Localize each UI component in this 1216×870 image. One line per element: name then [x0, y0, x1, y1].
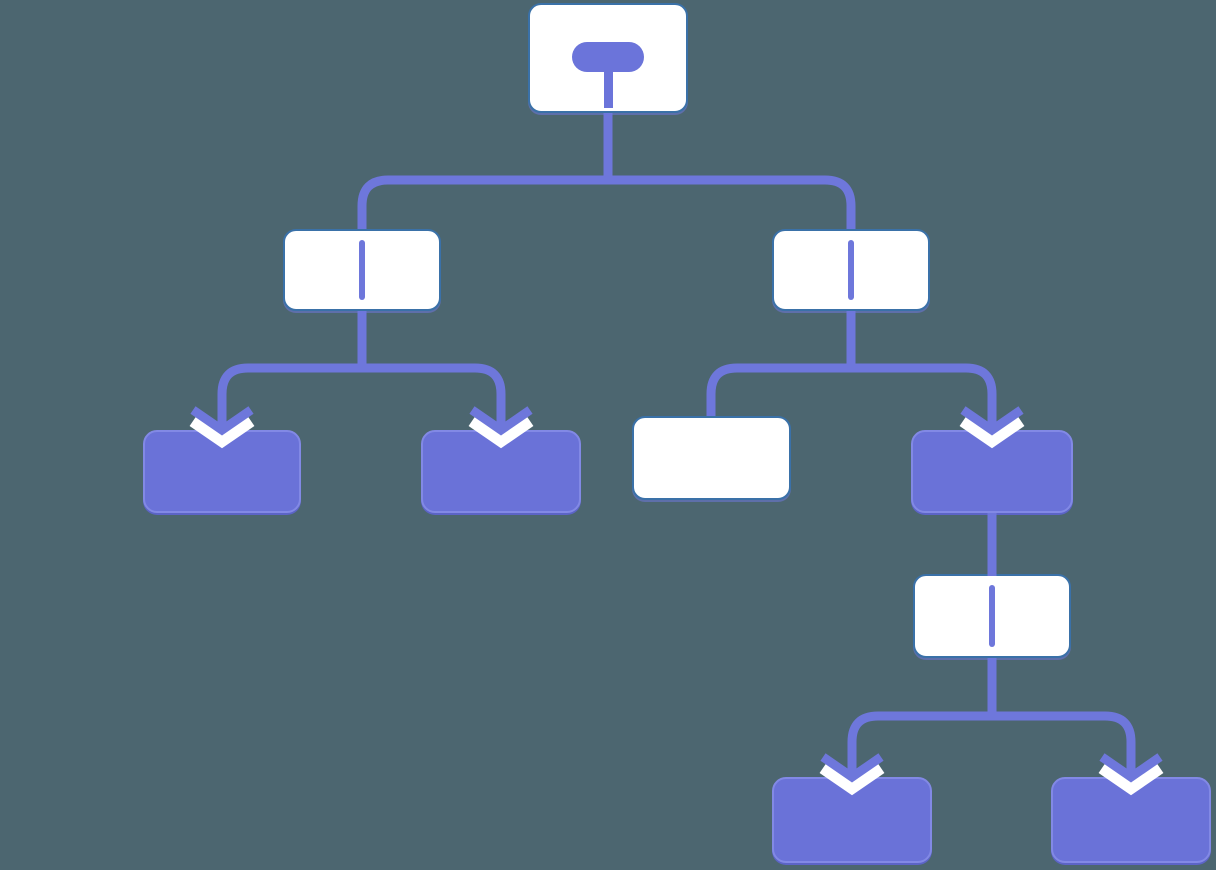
leaf-node-2[interactable] [421, 430, 581, 513]
root-pill-icon [572, 42, 644, 72]
leaf-node-3[interactable] [772, 777, 932, 863]
root-pill-stem [604, 70, 613, 108]
child-node-plain[interactable] [632, 416, 791, 500]
child-node-selected[interactable] [911, 430, 1073, 513]
root-node[interactable] [528, 3, 688, 113]
leaf-node-1[interactable] [143, 430, 301, 513]
branch-node-right[interactable] [772, 229, 930, 311]
edge-level1-split [357, 175, 856, 229]
node-divider-bar [359, 240, 365, 300]
node-divider-bar [848, 240, 854, 300]
leaf-node-4[interactable] [1051, 777, 1211, 863]
edge-lower-split [847, 711, 1136, 775]
branch-node-lower[interactable] [913, 574, 1071, 658]
edge-left-split [217, 363, 506, 428]
node-divider-bar [989, 585, 995, 647]
branch-node-left[interactable] [283, 229, 441, 311]
